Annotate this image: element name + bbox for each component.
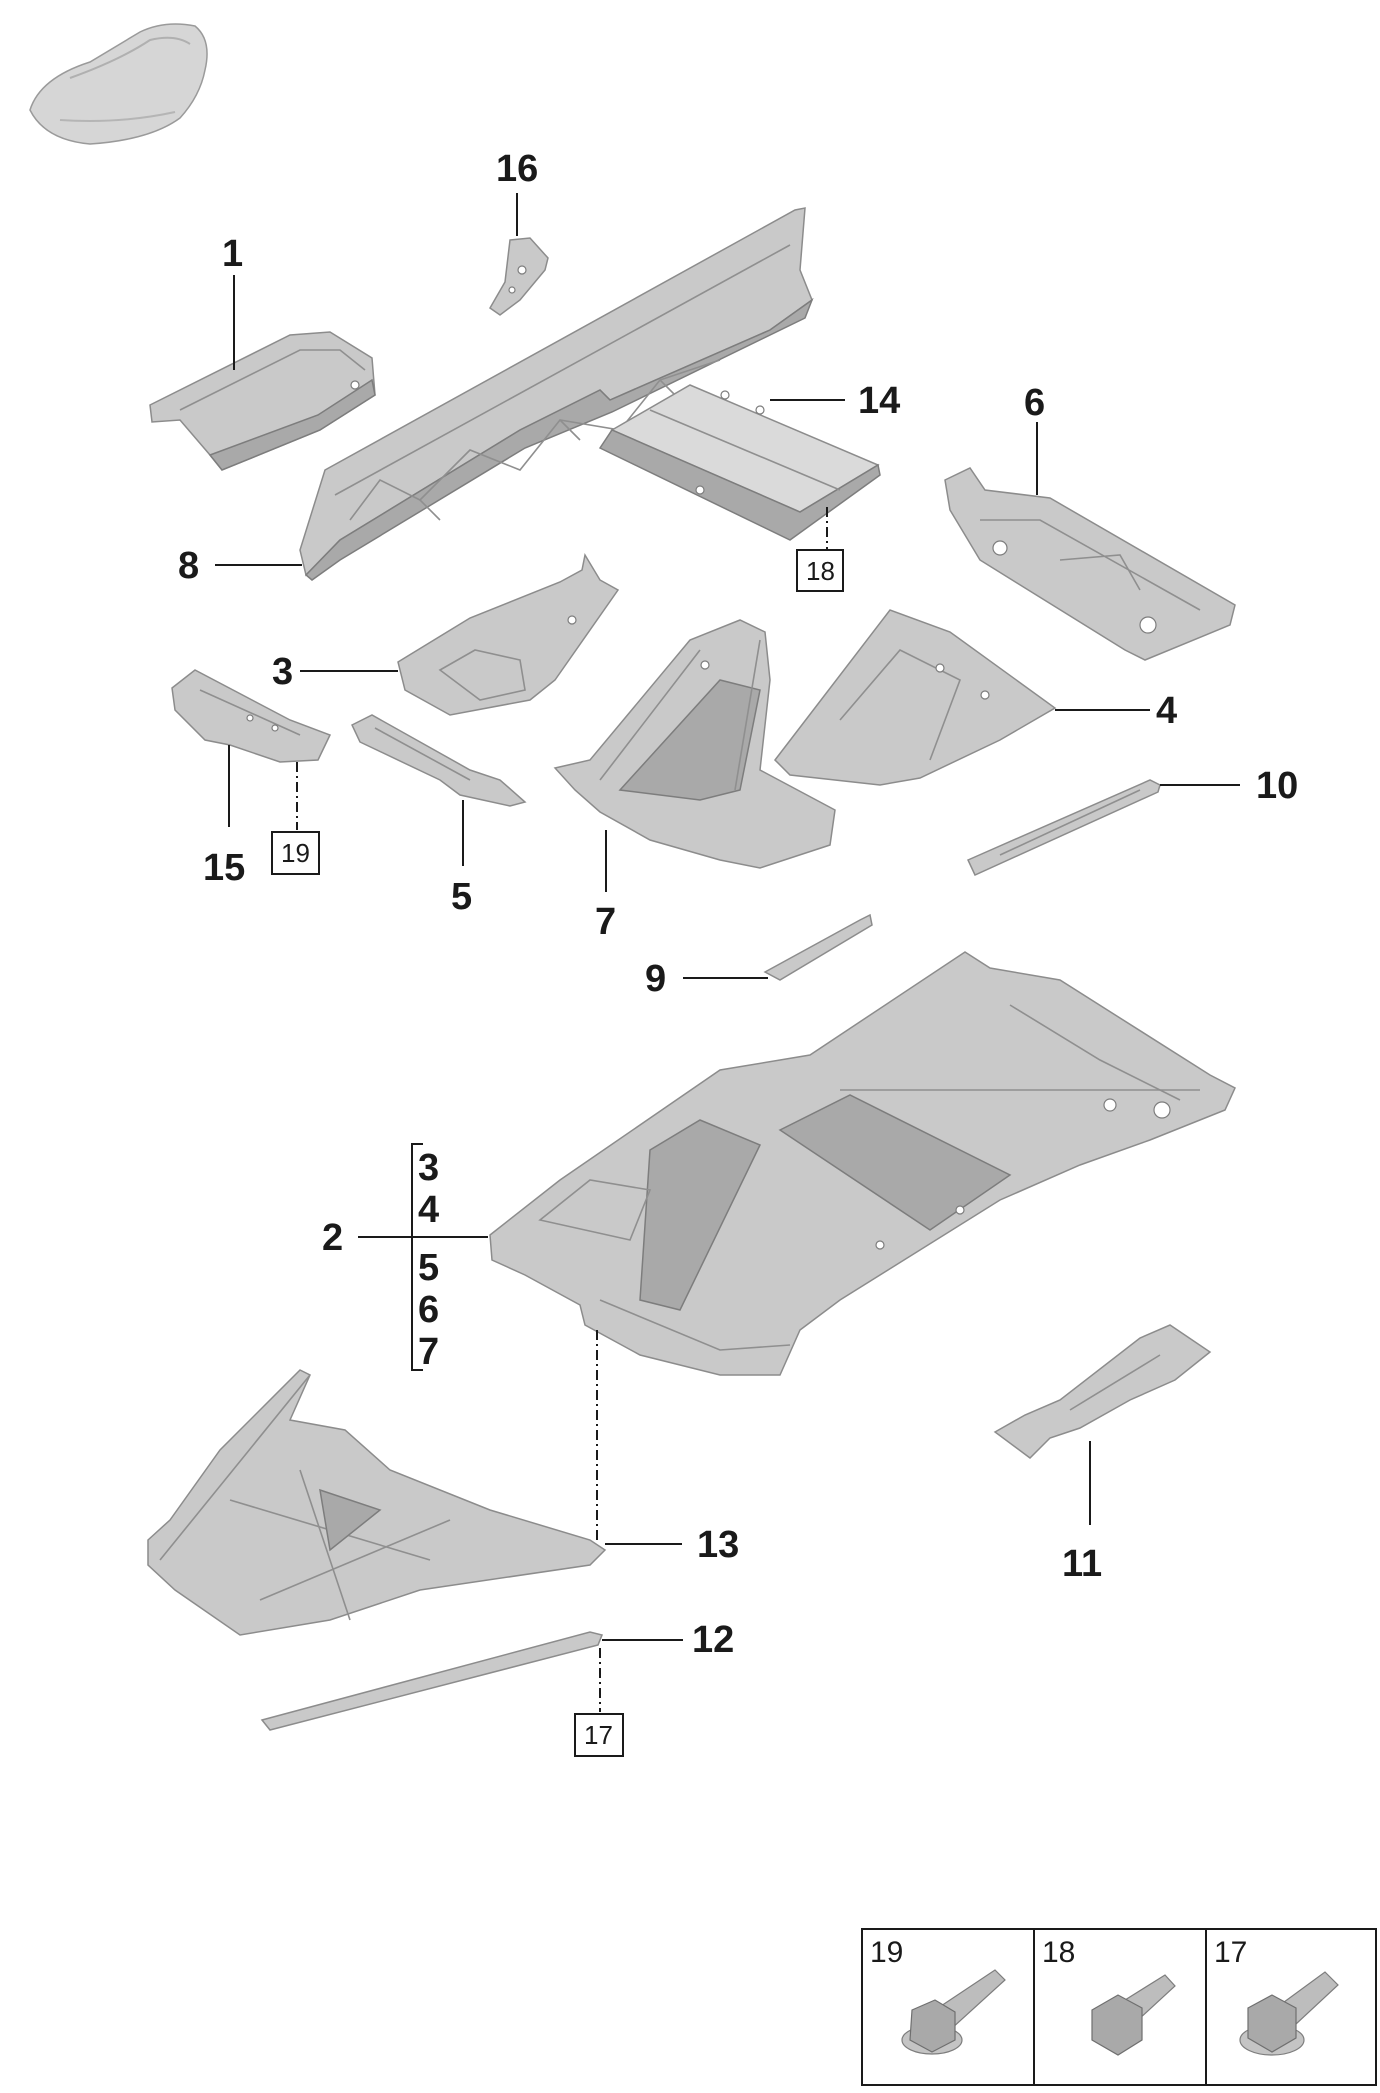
bracket-item: 5 bbox=[418, 1247, 439, 1289]
callout-12: 12 bbox=[692, 1619, 734, 1661]
part-5-reinforcement bbox=[351, 714, 527, 807]
part-12-rail bbox=[260, 1631, 604, 1731]
callout-13: 13 bbox=[697, 1524, 739, 1566]
boxed-ref-19: 19 bbox=[271, 831, 320, 875]
callout-5: 5 bbox=[451, 876, 472, 918]
fastener-label-19: 19 bbox=[870, 1936, 903, 1969]
part-6-rear-floor bbox=[944, 467, 1236, 661]
callout-14: 14 bbox=[858, 380, 900, 422]
part-15-bracket bbox=[171, 669, 332, 763]
part-3-floor-pan bbox=[397, 552, 620, 716]
callout-1: 1 bbox=[222, 233, 243, 275]
hex-flange-bolt-icon bbox=[1239, 1971, 1339, 2056]
dashed-reference-lines bbox=[296, 507, 828, 1712]
bracket-group-list: 3 4 5 6 7 bbox=[418, 1147, 439, 1373]
part-14-plate bbox=[598, 384, 881, 541]
bracket-item: 3 bbox=[418, 1147, 439, 1189]
callout-16: 16 bbox=[496, 148, 538, 190]
callout-9: 9 bbox=[645, 958, 666, 1000]
part-2-floor-assembly bbox=[489, 951, 1236, 1376]
svg-text:18: 18 bbox=[806, 556, 835, 586]
callout-3: 3 bbox=[272, 651, 293, 693]
bracket-item: 6 bbox=[418, 1289, 439, 1331]
part-1-rail-section bbox=[149, 331, 376, 471]
part-7-tunnel bbox=[553, 619, 836, 869]
callout-15: 15 bbox=[203, 847, 245, 889]
callout-6: 6 bbox=[1024, 382, 1045, 424]
part-4-floor-pan bbox=[774, 609, 1057, 786]
flange-bolt-short-icon bbox=[1091, 1974, 1176, 2056]
fastener-label-17: 17 bbox=[1214, 1936, 1247, 1969]
bracket-item: 7 bbox=[418, 1331, 439, 1373]
callout-2: 2 bbox=[322, 1217, 343, 1259]
part-13-underbody-panel bbox=[147, 1369, 607, 1636]
car-silhouette-icon bbox=[29, 23, 208, 145]
callout-labels: 16 1 14 6 8 3 4 10 15 5 7 9 2 13 12 11 bbox=[178, 148, 1298, 1661]
callout-10: 10 bbox=[1256, 765, 1298, 807]
callout-8: 8 bbox=[178, 545, 199, 587]
part-16-bracket bbox=[489, 237, 549, 316]
callout-4: 4 bbox=[1156, 690, 1177, 732]
callout-7: 7 bbox=[595, 901, 616, 943]
boxed-ref-17: 17 bbox=[574, 1713, 624, 1757]
callout-11: 11 bbox=[1062, 1543, 1102, 1585]
svg-text:19: 19 bbox=[281, 838, 310, 868]
part-9-rail bbox=[763, 913, 873, 981]
flange-bolt-long-icon bbox=[901, 1969, 1006, 2055]
boxed-ref-18: 18 bbox=[796, 549, 844, 592]
bracket-item: 4 bbox=[418, 1189, 439, 1231]
fastener-label-18: 18 bbox=[1042, 1936, 1075, 1969]
part-11-bracket-plate bbox=[993, 1324, 1212, 1459]
leader-lines bbox=[215, 193, 1240, 1641]
fastener-table: 19 18 17 bbox=[861, 1928, 1377, 2086]
part-8-side-member bbox=[299, 207, 814, 581]
svg-text:17: 17 bbox=[584, 1720, 613, 1750]
part-10-rail bbox=[966, 779, 1161, 876]
